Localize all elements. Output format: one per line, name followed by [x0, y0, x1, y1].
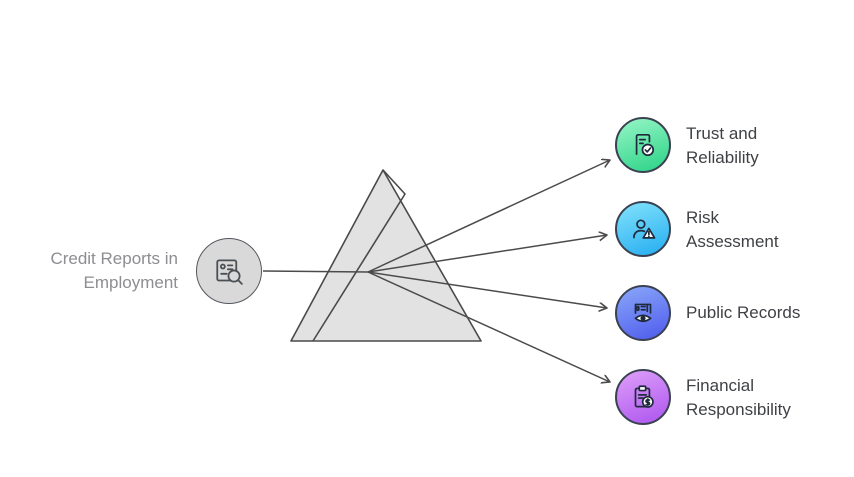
receipt-eye-icon — [634, 303, 652, 323]
clipboard-dollar-icon — [634, 385, 654, 408]
output-node-financial — [615, 369, 671, 425]
source-node — [196, 238, 262, 304]
input-connector-line — [262, 270, 369, 273]
document-check-icon — [635, 133, 655, 157]
output-connector-lines — [367, 160, 610, 382]
output-node-public-records — [615, 285, 671, 341]
output-label-trust: Trust and Reliability — [686, 124, 759, 167]
output-node-trust — [615, 117, 671, 173]
person-warning-icon — [633, 219, 656, 239]
output-label-risk: Risk Assessment — [686, 208, 779, 251]
output-label-public-records: Public Records — [686, 303, 801, 322]
output-node-risk — [615, 201, 671, 257]
prism-shape — [290, 169, 482, 342]
source-label: Credit Reports in Employment — [50, 249, 178, 292]
output-label-financial: Financial Responsibility — [686, 376, 791, 419]
id-card-search-icon — [216, 259, 243, 285]
